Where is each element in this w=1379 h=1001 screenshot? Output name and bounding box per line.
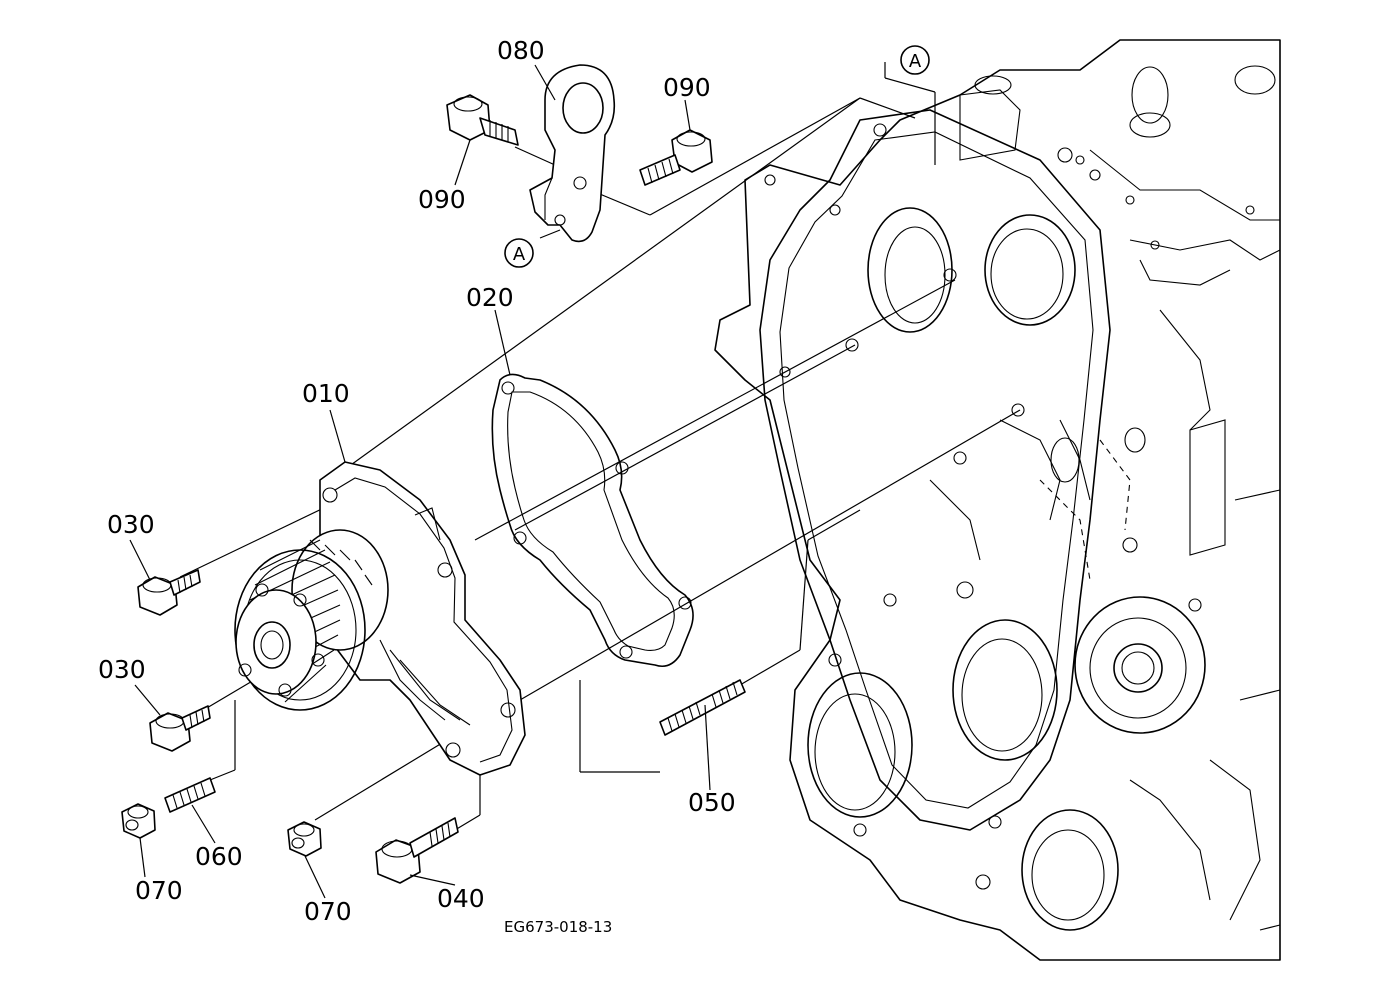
callout-030-upper: 030 [107,510,155,539]
callout-080: 080 [497,36,545,65]
bolt-040 [375,817,459,884]
bolt-030-upper [137,569,201,616]
water-pump-010 [234,461,526,776]
nut-070-right [287,821,322,857]
stud-060 [164,777,216,813]
callout-010: 010 [302,379,350,408]
lifting-bracket-080 [529,64,616,243]
callout-060: 060 [195,842,243,871]
callout-090-lower-bolt: 090 [663,73,711,102]
gasket-020 [491,373,694,668]
gear-case-housing [714,39,1281,961]
callout-labels: 010 020 030 030 040 050 060 070 070 080 … [98,36,736,926]
stud-050 [659,679,746,736]
reference-mark-a-bracket: A [504,238,534,268]
callout-030-lower: 030 [98,655,146,684]
nut-070-left [121,803,156,839]
callout-090-upper-bolt: 090 [418,185,466,214]
callout-leaders [129,64,711,899]
callout-050: 050 [688,788,736,817]
bolt-090-upper [446,94,519,146]
reference-mark-a-top: A [900,45,930,75]
callout-020: 020 [466,283,514,312]
bolt-030-lower [149,705,211,752]
drawing-code: EG673-018-13 [504,918,612,936]
reference-letter-a-top: A [909,51,922,72]
callout-070-left: 070 [135,876,183,905]
reference-letter-a-bracket: A [513,244,526,265]
bolt-090-lower [639,129,713,186]
callout-070-right: 070 [304,897,352,926]
callout-040: 040 [437,884,485,913]
